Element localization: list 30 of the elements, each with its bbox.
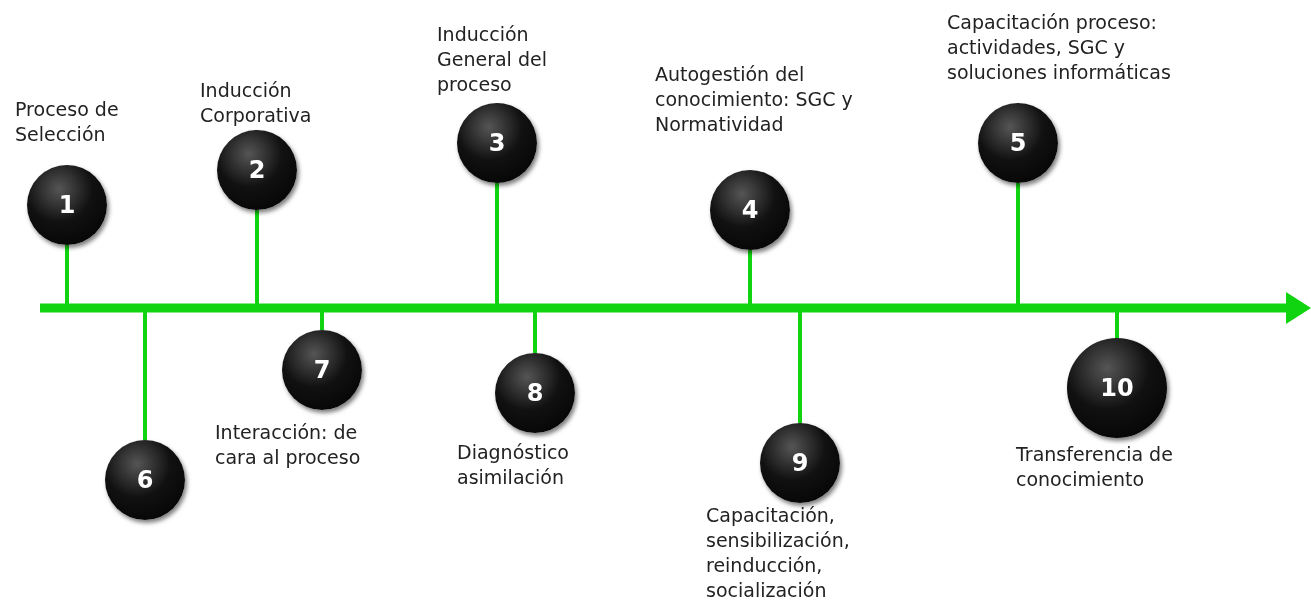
milestone-caption: Diagnóstico asimilación	[457, 440, 570, 490]
milestone-caption: Inducción Corporativa	[200, 78, 313, 128]
stem-line	[320, 312, 324, 330]
stem-line	[495, 183, 499, 304]
number-circle: 7	[282, 330, 362, 410]
milestone-caption: Interacción: de cara al proceso	[215, 420, 362, 470]
stem-line	[533, 312, 537, 353]
stem-line	[65, 245, 69, 304]
stem-line	[1016, 183, 1020, 304]
number-circle: 10	[1067, 338, 1167, 438]
number-circle: 8	[495, 353, 575, 433]
stem-line	[748, 250, 752, 304]
stem-line	[255, 210, 259, 304]
milestone-caption: Capacitación proceso: actividades, SGC y soluciones informáticas	[947, 10, 1172, 85]
milestone-caption: Autogestión del conocimiento: SGC y Normatividad	[655, 62, 854, 137]
timeline-arrow	[40, 292, 1311, 324]
number-circle: 5	[978, 103, 1058, 183]
stem-line	[143, 312, 147, 440]
milestone-caption: Proceso de Selección	[15, 97, 120, 147]
stem-line	[798, 312, 802, 423]
stem-line	[1115, 312, 1119, 338]
number-circle: 1	[27, 165, 107, 245]
milestone-caption: Inducción General del proceso	[437, 22, 548, 97]
milestone-caption: Transferencia de conocimiento	[1016, 442, 1174, 492]
number-circle: 9	[760, 423, 840, 503]
milestone-caption: Capacitación, sensibilización, reinducción, socialización	[706, 503, 851, 603]
number-circle: 3	[457, 103, 537, 183]
number-circle: 4	[710, 170, 790, 250]
number-circle: 2	[217, 130, 297, 210]
number-circle: 6	[105, 440, 185, 520]
